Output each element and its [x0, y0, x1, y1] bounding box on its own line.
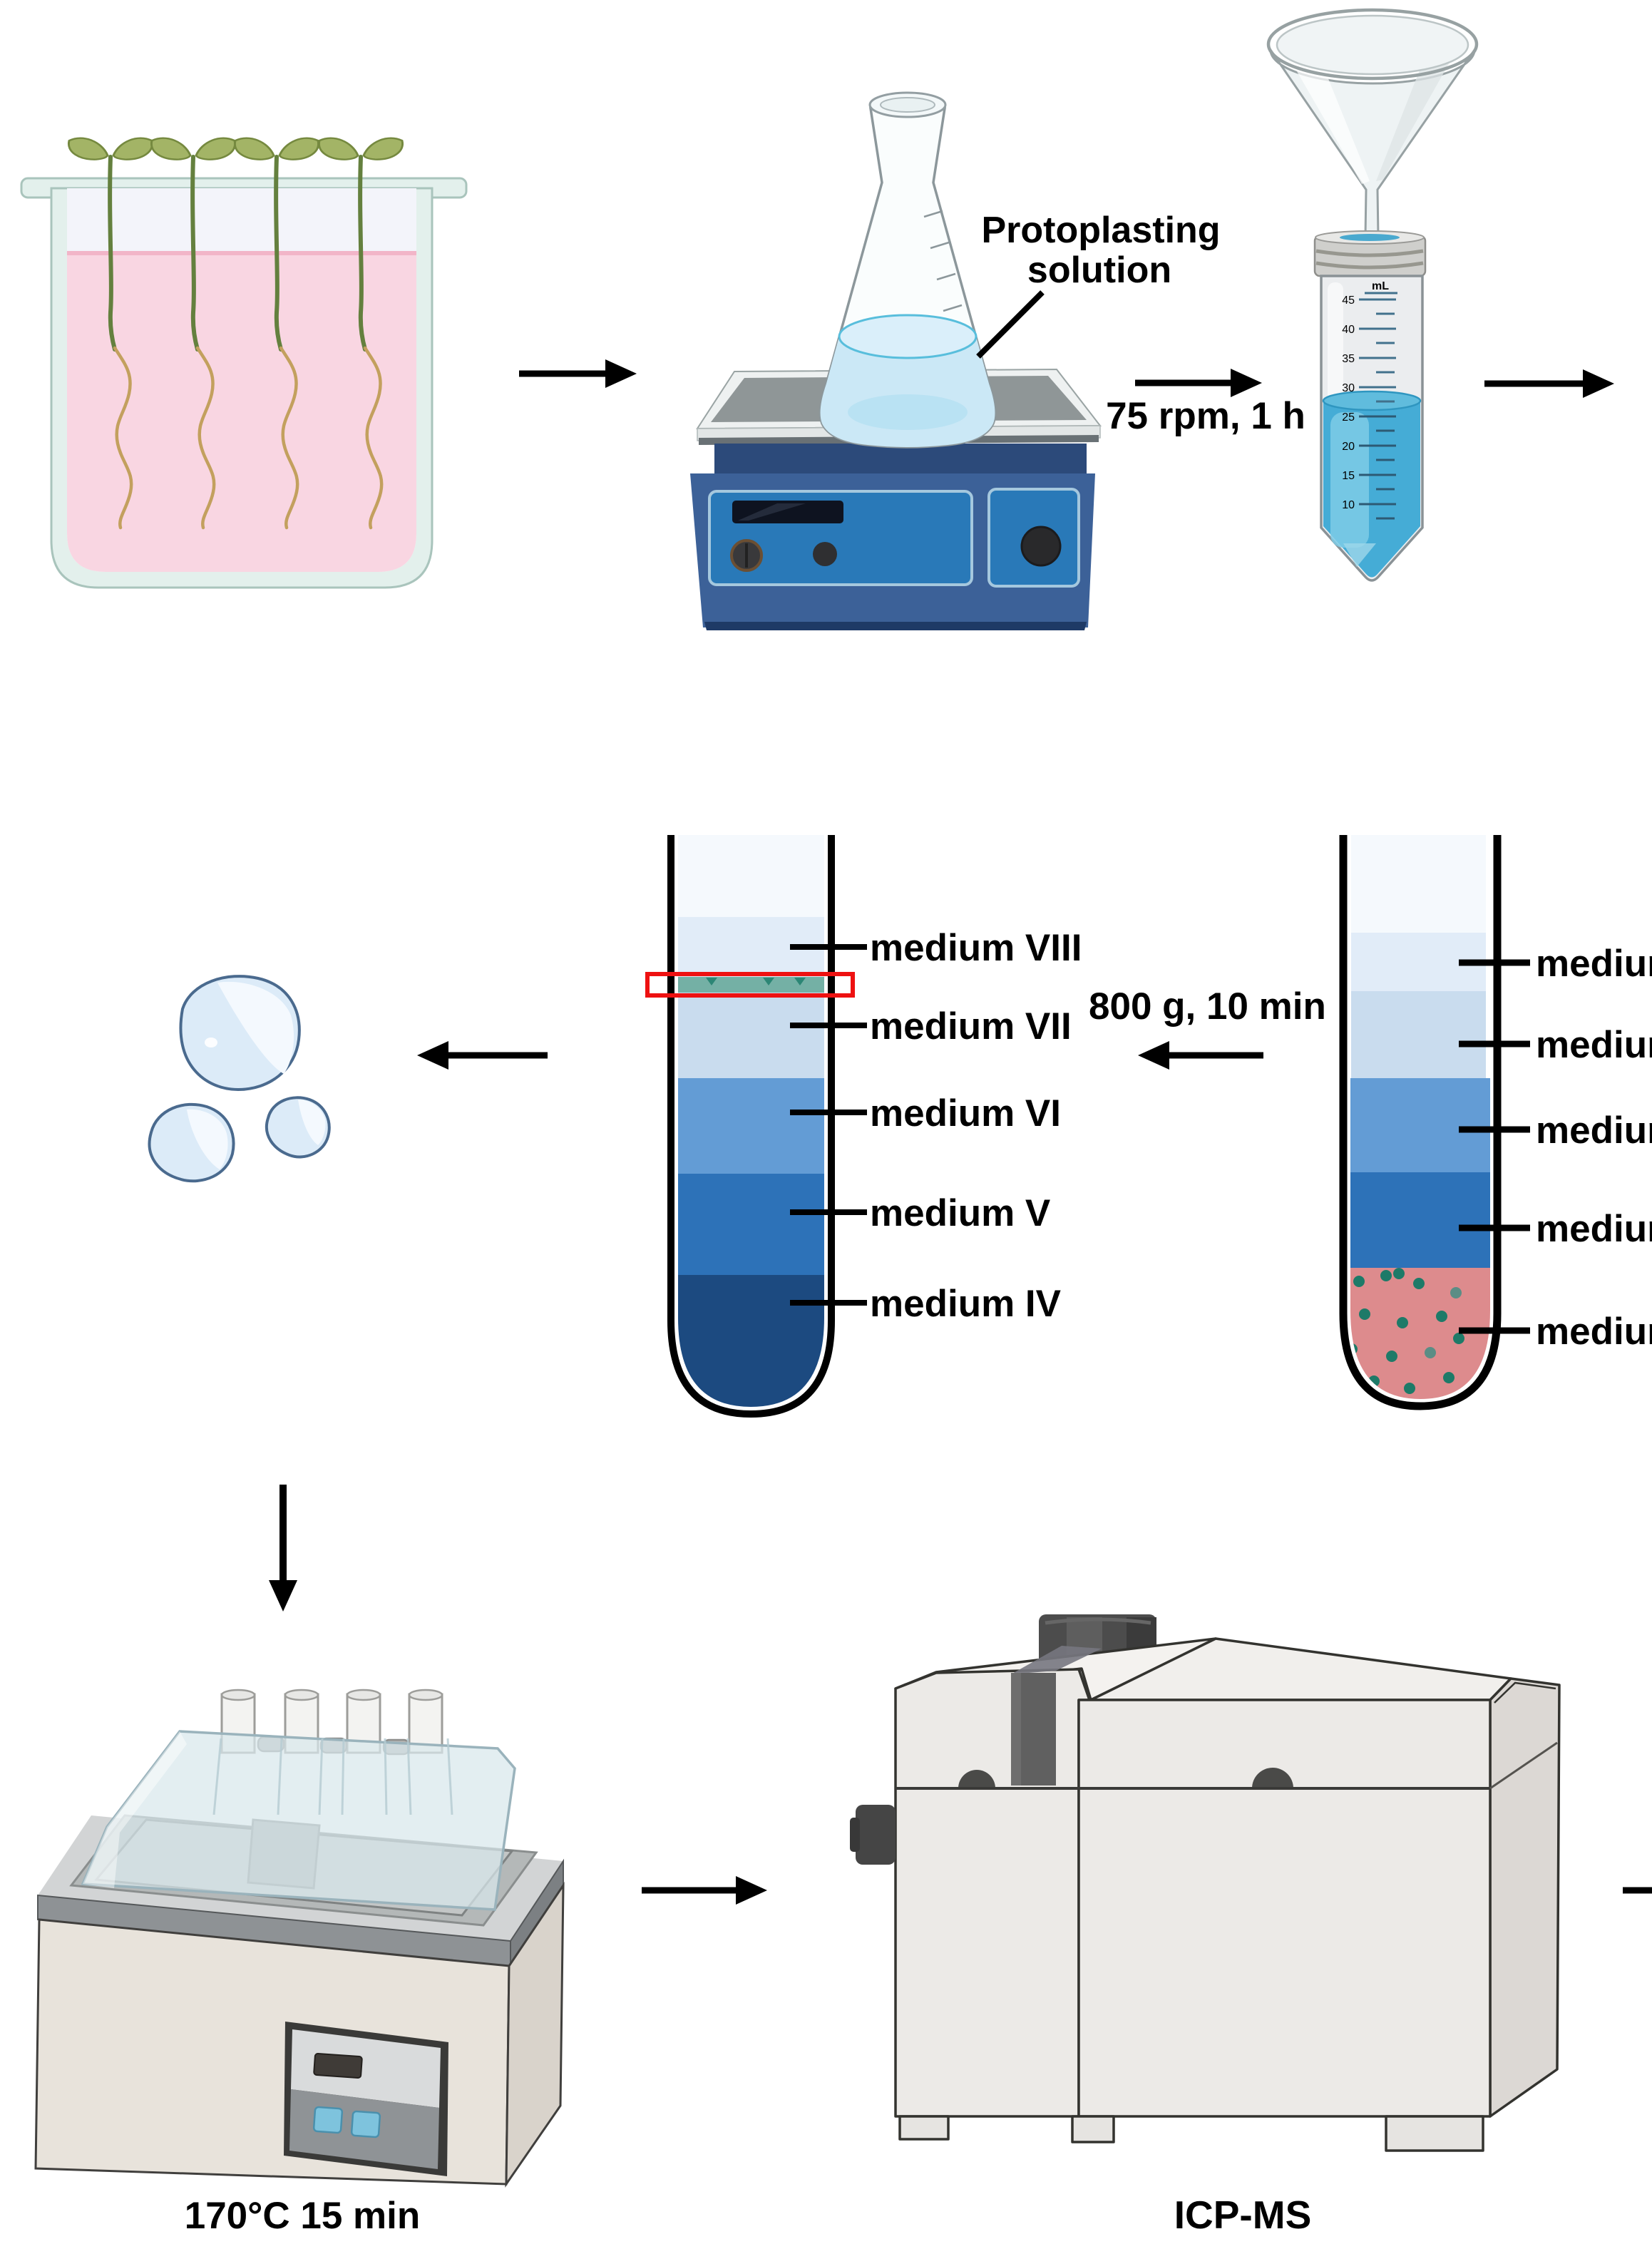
svg-text:solution: solution: [1027, 250, 1171, 291]
svg-text:medium VII: medium VII: [1536, 1024, 1652, 1066]
svg-text:medium VIII: medium VIII: [870, 927, 1082, 969]
svg-text:25: 25: [1342, 411, 1355, 424]
svg-text:medium III: medium III: [1536, 1311, 1652, 1353]
svg-text:medium VI: medium VI: [1536, 1110, 1652, 1152]
svg-text:Protoplasting: Protoplasting: [981, 210, 1220, 251]
svg-text:10: 10: [1342, 499, 1355, 511]
svg-text:ICP-MS: ICP-MS: [1174, 2193, 1312, 2237]
svg-text:45: 45: [1342, 294, 1355, 307]
svg-text:40: 40: [1342, 324, 1355, 336]
svg-text:75 rpm, 1 h: 75 rpm, 1 h: [1106, 395, 1305, 437]
svg-text:35: 35: [1342, 353, 1355, 365]
svg-text:mL: mL: [1372, 280, 1389, 292]
svg-text:30: 30: [1342, 382, 1355, 394]
svg-text:170°C 15 min: 170°C 15 min: [185, 2195, 421, 2237]
svg-text:medium VIII: medium VIII: [1536, 943, 1652, 985]
svg-text:15: 15: [1342, 470, 1355, 482]
svg-text:800 g, 10 min: 800 g, 10 min: [1089, 985, 1326, 1028]
svg-text:medium V: medium V: [1536, 1208, 1652, 1250]
svg-text:medium IV: medium IV: [870, 1283, 1061, 1325]
svg-text:medium V: medium V: [870, 1192, 1050, 1234]
svg-text:medium VII: medium VII: [870, 1005, 1072, 1047]
svg-text:medium VI: medium VI: [870, 1092, 1061, 1134]
svg-text:20: 20: [1342, 441, 1355, 453]
